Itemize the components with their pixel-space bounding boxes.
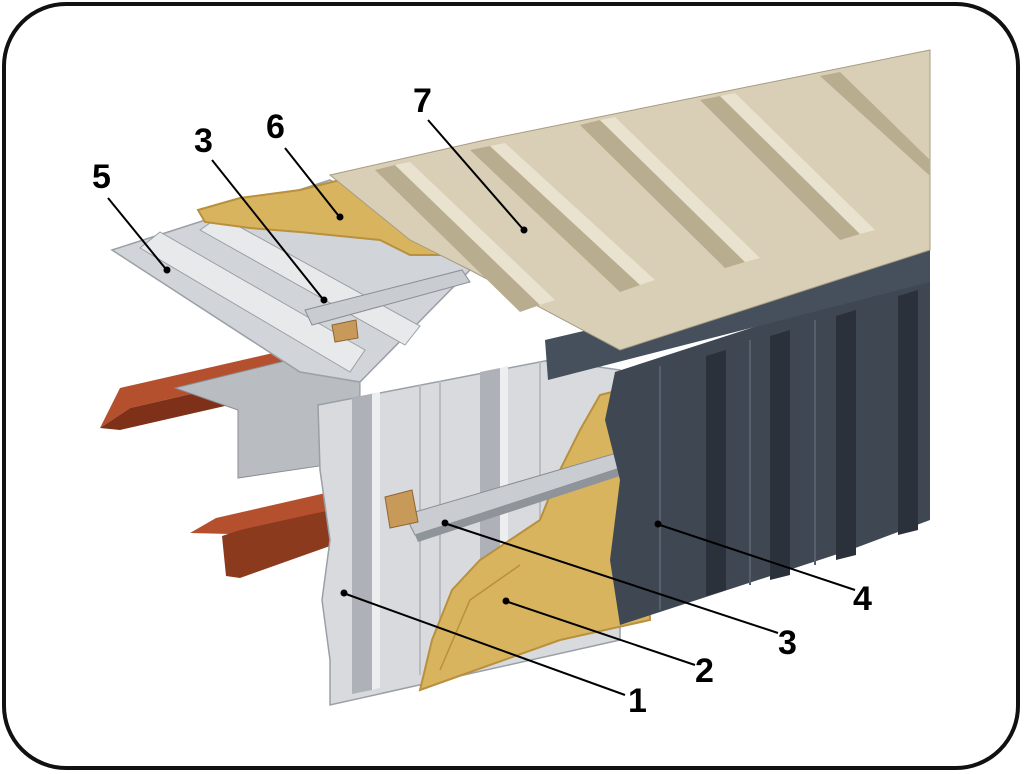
callout-7: 7 bbox=[413, 82, 432, 120]
outer-wall-cladding bbox=[545, 250, 930, 625]
callout-2: 2 bbox=[695, 652, 714, 690]
steel-beam-lower bbox=[190, 492, 330, 578]
callout-6: 6 bbox=[266, 108, 285, 146]
callout-3-top: 3 bbox=[194, 122, 213, 160]
callout-3-bottom: 3 bbox=[778, 624, 797, 662]
roof-purlin bbox=[304, 269, 471, 343]
roof-insulation bbox=[196, 178, 443, 256]
callout-leaders bbox=[107, 119, 856, 696]
callout-4: 4 bbox=[853, 580, 872, 618]
callout-5: 5 bbox=[92, 158, 111, 196]
callout-1: 1 bbox=[628, 682, 647, 720]
roof-profiled-sheet bbox=[328, 49, 931, 351]
